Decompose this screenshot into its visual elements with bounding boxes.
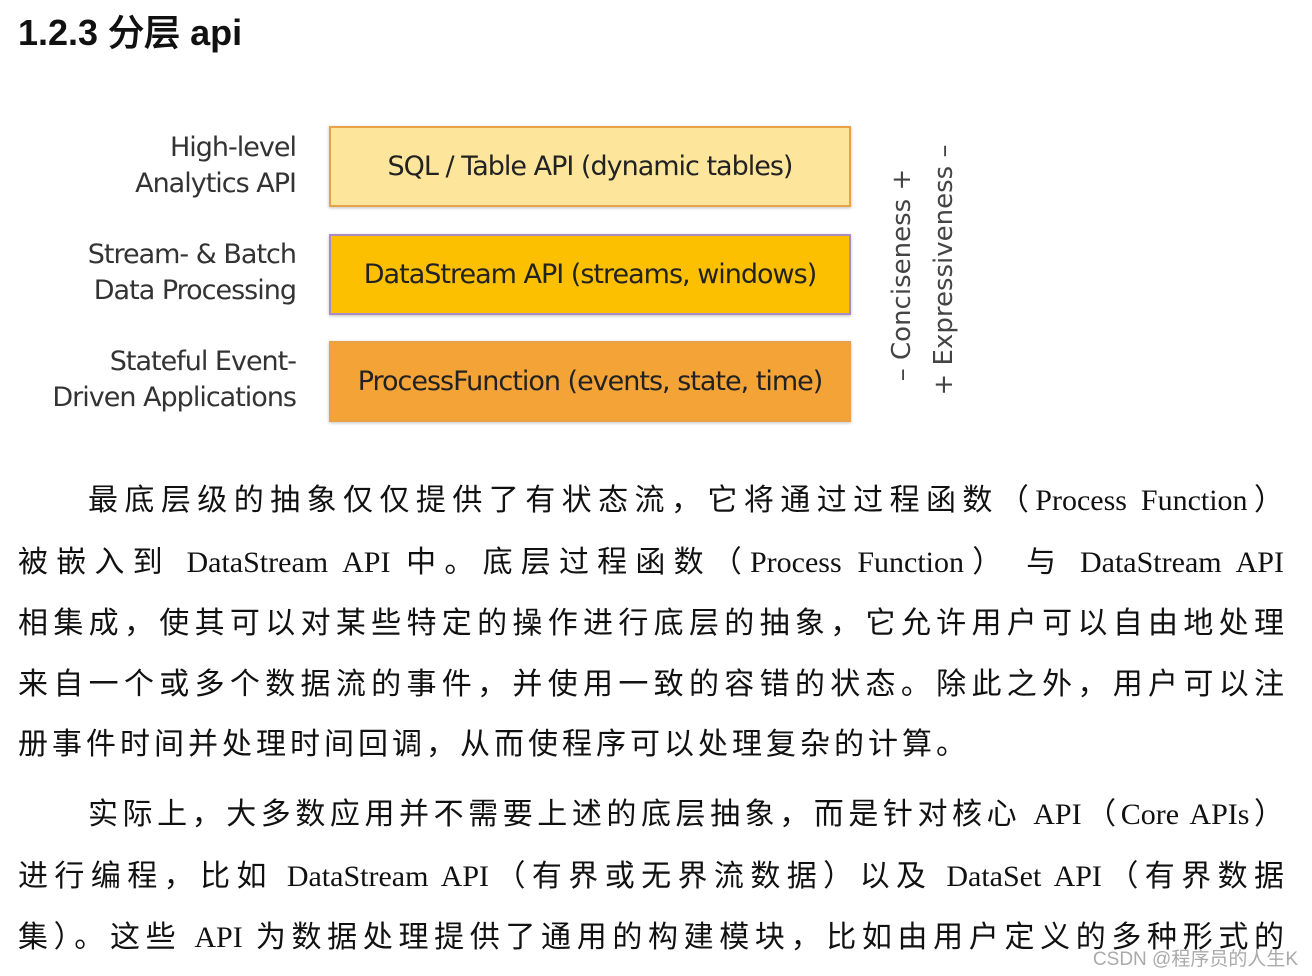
text-line: 被嵌入到 DataStream API 中。底层过程函数（Process Fun… [18,546,1284,579]
label-line: High-level [169,132,297,163]
conciseness-axis-label: – Conciseness + [887,168,917,382]
text-line: 最底层级的抽象仅仅提供了有状态流，它将通过过程函数（Process Functi… [88,484,1284,517]
layer-label-stateful: Stateful Event- Driven Applications [52,344,297,416]
datastream-api-box: DataStream API (streams, windows) [329,234,851,315]
text-line: 进行编程，比如 DataStream API（有界或无界流数据）以及 DataS… [18,860,1284,893]
expressiveness-axis-label: + Expressiveness – [929,144,959,396]
text-line: 相集成，使其可以对某些特定的操作进行底层的抽象，它允许用户可以自由地处理 [18,607,1284,640]
sql-table-api-box: SQL / Table API (dynamic tables) [329,126,851,207]
section-heading: 1.2.3 分层 api [18,12,243,53]
text-line: 实际上，大多数应用并不需要上述的底层抽象，而是针对核心 API（Core API… [88,798,1284,831]
label-line: Stream- & Batch [87,239,297,270]
label-line: Stateful Event- [109,346,297,377]
label-line: Data Processing [93,275,297,306]
label-line: Driven Applications [52,382,297,413]
label-line: Analytics API [135,168,297,199]
text-line: 来自一个或多个数据流的事件，并使用一致的容错的状态。除此之外，用户可以注 [18,668,1284,701]
text-line: 集）。这些 API 为数据处理提供了通用的构建模块，比如由用户定义的多种形式的 [18,921,1284,954]
text-line: 册事件时间并处理时间回调，从而使程序可以处理复杂的计算。 [18,728,970,761]
watermark: CSDN @程序员的人生K [1092,949,1298,970]
processfunction-box: ProcessFunction (events, state, time) [329,341,851,422]
